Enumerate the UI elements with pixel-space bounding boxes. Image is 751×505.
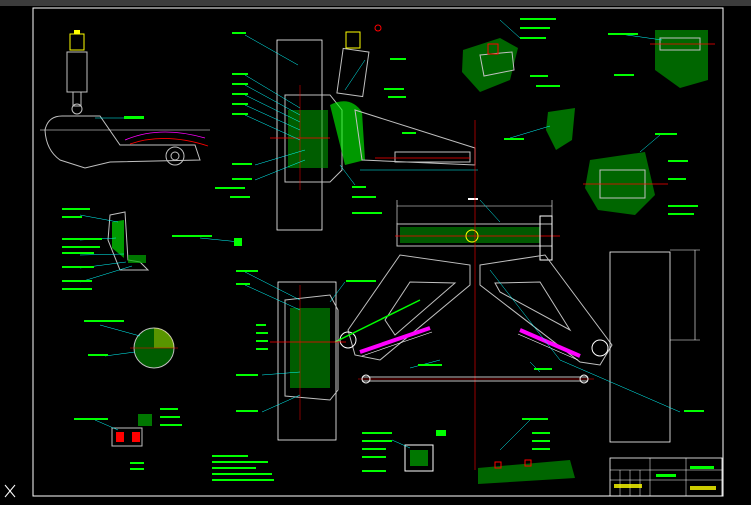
technical-notes-block [212, 455, 274, 481]
title-block [609, 457, 723, 497]
section-detail-d [583, 133, 698, 215]
wall-bracket-top-detail [215, 24, 478, 231]
ucs-axis-icon [4, 484, 16, 498]
bolt-plate-detail [362, 430, 446, 472]
right-hydraulic-cylinder [517, 328, 581, 361]
hook-detail [62, 208, 242, 290]
cylinder-arm-detail [40, 30, 210, 169]
main-triangular-frame [334, 120, 704, 470]
cad-drawing-canvas[interactable] [0, 6, 751, 505]
round-section-detail [84, 320, 178, 369]
section-detail-a [462, 18, 560, 92]
window-top-strip [0, 0, 751, 6]
section-detail-b [608, 30, 715, 88]
section-detail-c [504, 108, 575, 150]
small-joint-detail [74, 408, 182, 470]
drawing-frame [32, 7, 724, 497]
left-hydraulic-cylinder [359, 326, 433, 357]
base-plate-detail [478, 418, 575, 484]
wall-bracket-bottom-detail [236, 270, 376, 441]
